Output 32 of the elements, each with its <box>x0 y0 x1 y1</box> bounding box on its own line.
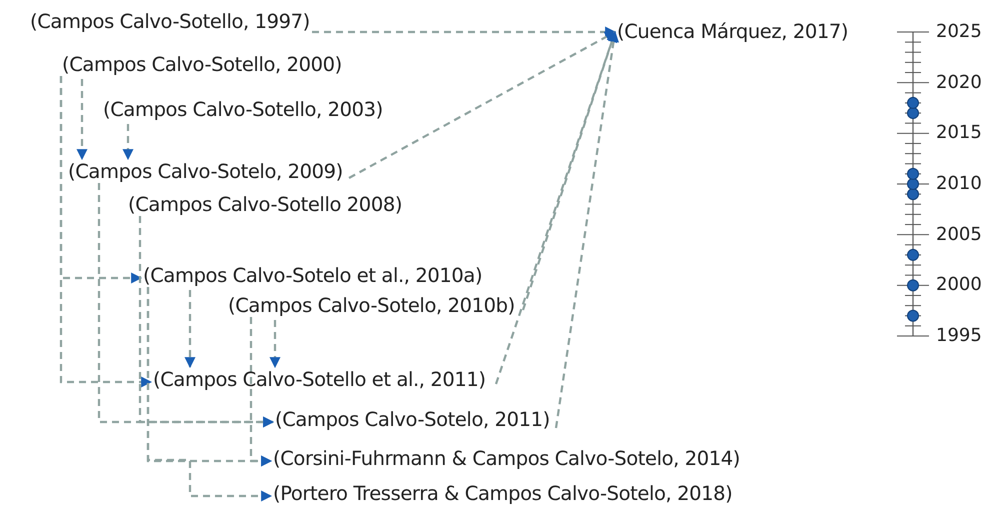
year-label: 2000 <box>936 275 982 296</box>
dashed-arrow <box>250 317 272 466</box>
citation-text: (Corsini-Fuhrmann & Campos Calvo-Sotelo, 2014) <box>273 447 740 471</box>
dashed-arrow <box>146 287 272 502</box>
citation-text: (Campos Calvo-Sotelo et al., 2010a) <box>143 264 482 288</box>
year-label: 2005 <box>936 224 982 245</box>
citation-text: (Campos Calvo-Sotelo, 2010b) <box>228 294 515 318</box>
dashed-arrow <box>122 124 134 160</box>
dashed-arrow <box>348 31 616 179</box>
citation-text: (Cuenca Márquez, 2017) <box>617 20 848 44</box>
year-label: 2025 <box>936 22 982 42</box>
dashed-arrow <box>494 30 618 384</box>
year-label: 2015 <box>936 123 982 144</box>
dashed-arrow <box>312 26 616 38</box>
citation-text: (Campos Calvo-Sotelo, 2011) <box>275 408 550 432</box>
citation-text: (Campos Calvo-Sotelo, 2009) <box>68 160 343 184</box>
year-label: 2010 <box>936 174 982 194</box>
dashed-arrow <box>60 76 152 388</box>
citation-text: (Campos Calvo-Sotello et al., 2011) <box>153 368 486 392</box>
citation-text: (Campos Calvo-Sotello, 2000) <box>62 53 342 77</box>
citation-text: (Campos Calvo-Sotello 2008) <box>128 193 402 217</box>
dashed-arrow <box>522 30 618 310</box>
year-label: 2020 <box>936 72 982 93</box>
citation-text: (Campos Calvo-Sotello, 1997) <box>30 10 310 34</box>
dashed-arrow <box>184 290 196 368</box>
dashed-arrow <box>554 30 619 428</box>
dashed-arrow <box>76 79 88 160</box>
citation-text: (Campos Calvo-Sotello, 2003) <box>103 98 383 122</box>
dashed-arrow <box>270 320 280 368</box>
year-label: 1995 <box>936 326 982 346</box>
dashed-arrow <box>138 216 274 428</box>
citation-text: (Portero Tresserra & Campos Calvo-Sotelo, 2018) <box>273 482 732 506</box>
